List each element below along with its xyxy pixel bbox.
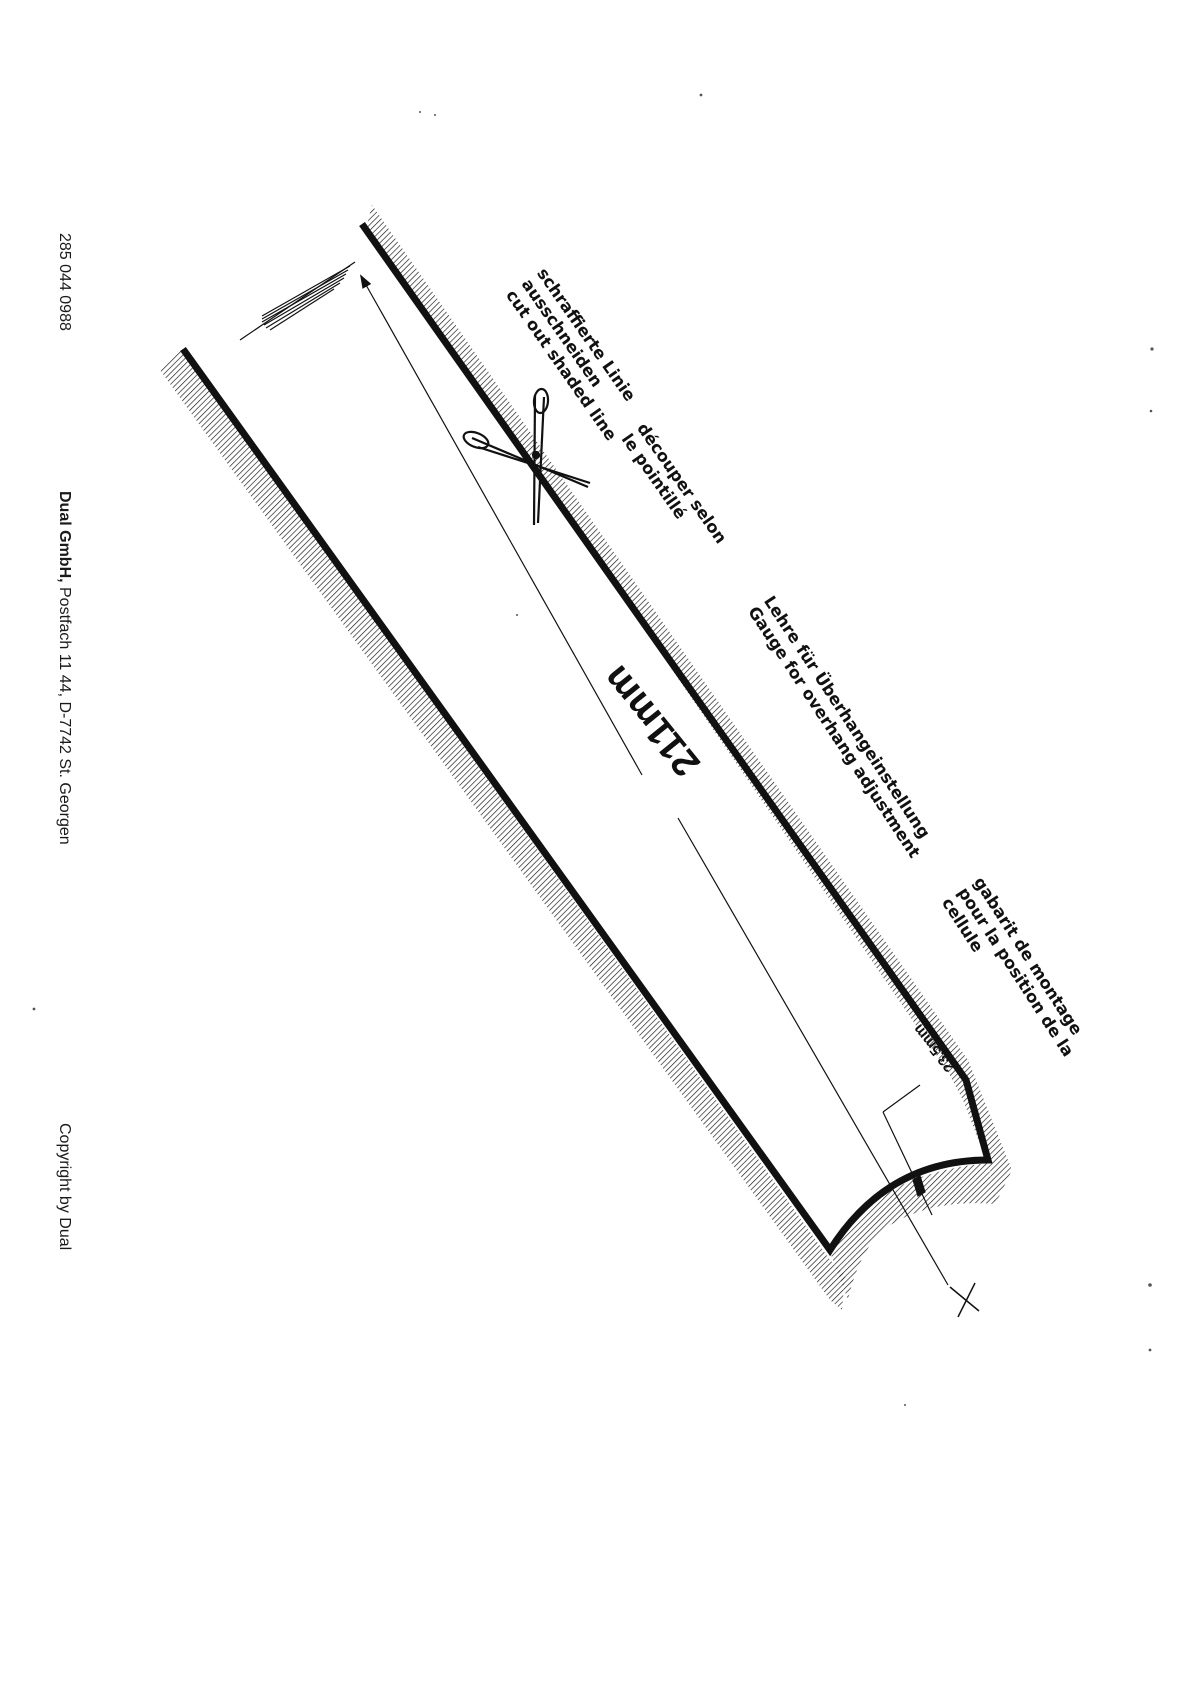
part-number: 285 044 0988 — [55, 233, 73, 331]
crosshair-icon — [950, 1283, 979, 1317]
company-name: Dual GmbH, — [56, 491, 73, 583]
lower-hatched-band — [160, 348, 845, 1310]
end-curve-hatch — [830, 1163, 996, 1300]
dimension-line-211-lower — [678, 818, 948, 1285]
top-cut-marks — [240, 262, 355, 340]
scan-specks — [33, 94, 1154, 1406]
copyright-notice: Copyright by Dual — [55, 1123, 73, 1250]
address-text: Postfach 11 44, D-7742 St. Georgen — [56, 583, 73, 845]
company-address: Dual GmbH, Postfach 11 44, D-7742 St. Ge… — [55, 491, 73, 845]
